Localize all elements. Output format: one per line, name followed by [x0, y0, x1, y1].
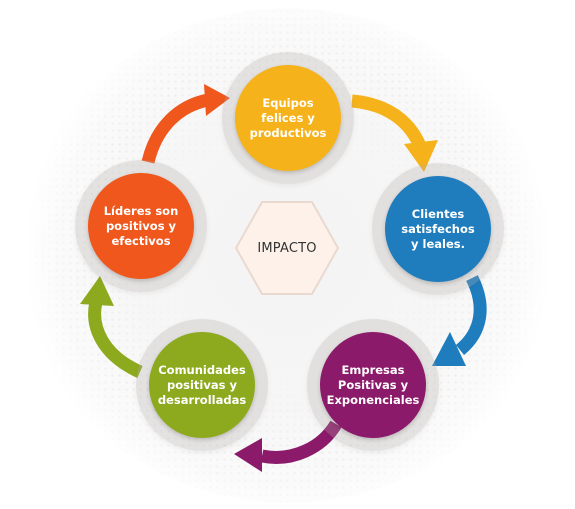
node-lideres: Líderes son positivos y efectivos	[88, 173, 194, 279]
node-equipos-label: Equipos felices y productivos	[249, 95, 327, 140]
center-impact: IMPACTO	[232, 200, 342, 296]
node-clientes: Clientes satisfechos y leales.	[385, 176, 491, 282]
node-empresas: Empresas Positivas y Exponenciales	[320, 332, 426, 438]
arrowhead-empresas-to-comunidades-icon	[234, 438, 262, 472]
arrow-lideres-to-equipos-icon	[141, 93, 210, 164]
hexagon-icon	[235, 201, 339, 295]
arrowhead-lideres-to-equipos-icon	[204, 84, 230, 116]
arrow-comunidades-to-lideres-icon	[88, 300, 143, 378]
arrowhead-comunidades-to-lideres-icon	[80, 276, 114, 306]
arrowhead-clientes-to-empresas-icon	[432, 332, 466, 366]
node-empresas-label: Empresas Positivas y Exponenciales	[326, 362, 420, 407]
arrow-clientes-to-empresas-icon	[455, 275, 487, 356]
arrow-empresas-to-comunidades-icon	[260, 420, 342, 464]
node-comunidades-label: Comunidades positivas y desarrolladas	[157, 362, 247, 407]
center-label: IMPACTO	[257, 240, 317, 256]
node-equipos: Equipos felices y productivos	[235, 65, 341, 171]
arrowhead-equipos-to-clientes-icon	[404, 140, 438, 172]
node-comunidades: Comunidades positivas y desarrolladas	[149, 332, 255, 438]
node-lideres-label: Líderes son positivos y efectivos	[103, 203, 179, 248]
arrow-equipos-to-clientes-icon	[351, 94, 426, 149]
node-clientes-label: Clientes satisfechos y leales.	[401, 206, 475, 251]
